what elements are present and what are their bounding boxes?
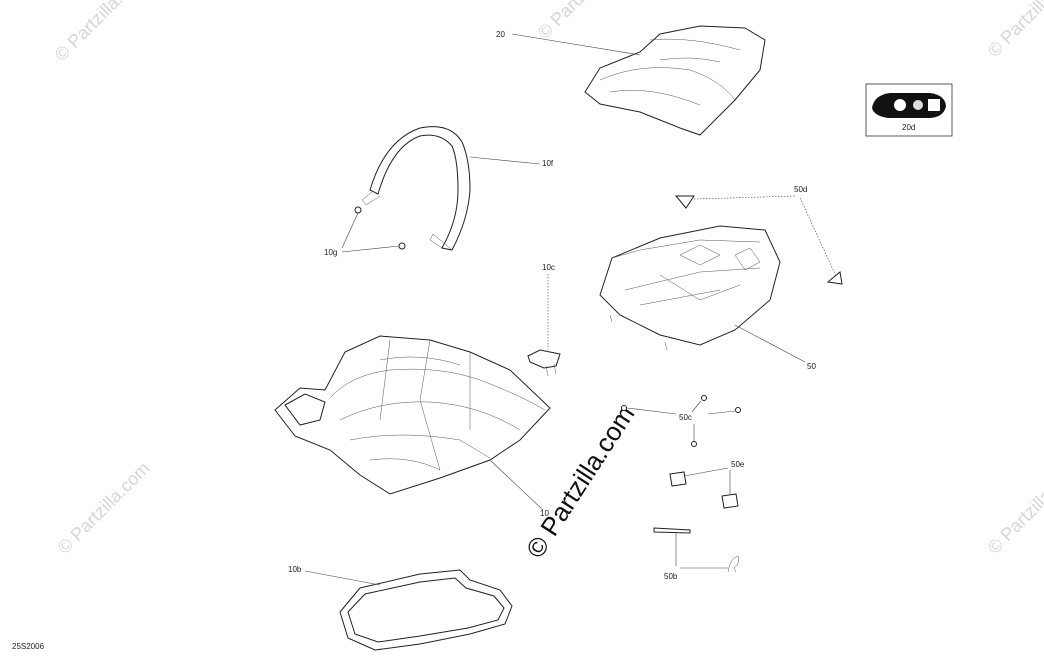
- leader-10g-b: [341, 245, 400, 253]
- callout-10c: 10c: [542, 263, 555, 272]
- leader-50d-a: [693, 195, 797, 200]
- part-50b-clip: [653, 527, 740, 573]
- leader-50e-a: [683, 467, 729, 477]
- leader-10b: [304, 570, 381, 586]
- leader-10: [489, 459, 544, 511]
- part-10g-fasteners: [354, 206, 406, 250]
- watermark-top-mid: © Partzilla.com: [534, 0, 634, 43]
- leader-50d-b: [799, 197, 837, 277]
- part-50d-grommets: [674, 195, 843, 285]
- callout-10: 10: [540, 509, 549, 518]
- part-10b-seal-ring: [339, 569, 513, 651]
- watermark-right-mid: © Partzilla.com: [984, 458, 1044, 558]
- watermark-left-mid: © Partzilla.com: [54, 458, 154, 558]
- callout-50d: 50d: [794, 185, 807, 194]
- callout-50b: 50b: [664, 572, 678, 581]
- leader-50: [734, 324, 806, 363]
- callout-50c: 50c: [679, 413, 692, 422]
- callout-50: 50: [807, 362, 816, 371]
- watermark-main: © Partzilla.com: [520, 400, 641, 563]
- leader-50c-a: [626, 407, 677, 415]
- callout-10f: 10f: [542, 159, 554, 168]
- leader-10f: [469, 156, 541, 165]
- callout-20: 20: [496, 30, 505, 39]
- callout-10g: 10g: [324, 248, 337, 257]
- callout-20d: 20d: [902, 123, 915, 132]
- part-20d-decal: [865, 83, 953, 137]
- part-10f-strap: [361, 126, 471, 251]
- figure-code: 25S2006: [12, 642, 45, 651]
- watermark-top-right: © Partzilla.com: [984, 0, 1044, 61]
- part-20-seat-cover: [584, 25, 766, 136]
- callout-50e: 50e: [731, 460, 745, 469]
- watermark-top-left: © Partzilla.com: [51, 0, 151, 65]
- leader-10g-a: [341, 212, 359, 249]
- part-10c-bracket: [527, 349, 561, 377]
- part-50e-nuts: [669, 471, 739, 509]
- part-50-seat-base: [599, 225, 781, 351]
- leader-50c-c: [707, 410, 736, 415]
- leader-50c-b: [691, 400, 702, 413]
- part-10-main-seat: [274, 335, 551, 495]
- leader-20: [511, 33, 641, 56]
- callout-10b: 10b: [288, 565, 302, 574]
- part-50c-hardware: [621, 395, 741, 447]
